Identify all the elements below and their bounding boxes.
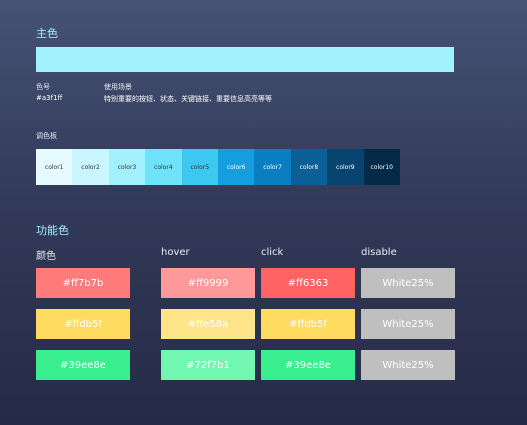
palette-cell-6: color6 — [217, 149, 255, 185]
usage-value: 特别重要的按钮、状态、关键链接、重要信息高亮等等 — [104, 95, 272, 103]
palette-cell-4: color4 — [145, 149, 182, 185]
swatch-red-disable: White25% — [361, 268, 455, 298]
functional-title: 功能色 — [36, 224, 69, 237]
col-header-disable: disable — [361, 247, 397, 258]
palette-cell-7: color7 — [254, 149, 291, 185]
palette-cell-10: color10 — [363, 149, 400, 185]
palette-strip: color1 color2 color3 color4 color5 color… — [36, 149, 400, 185]
swatch-yellow-base: #ffdb5f — [36, 309, 130, 339]
swatch-green-base: #39ee8e — [36, 350, 130, 380]
col-header-color: 颜色 — [36, 251, 56, 262]
swatch-yellow-disable: White25% — [361, 309, 455, 339]
palette-cell-1: color1 — [36, 149, 73, 185]
swatch-green-click: #39ee8e — [261, 350, 355, 380]
swatch-yellow-click: #ffdb5f — [261, 309, 355, 339]
col-header-click: click — [261, 247, 284, 258]
swatch-green-hover: #72f7b1 — [161, 350, 255, 380]
palette-cell-3: color3 — [108, 149, 146, 185]
swatch-red-click: #ff6363 — [261, 268, 355, 298]
palette-cell-8: color8 — [290, 149, 328, 185]
usage-label: 使用场景 — [104, 83, 132, 91]
palette-cell-9: color9 — [327, 149, 364, 185]
palette-cell-2: color2 — [72, 149, 109, 185]
primary-color-swatch — [36, 47, 454, 72]
primary-title: 主色 — [36, 27, 58, 40]
col-header-hover: hover — [161, 247, 190, 258]
swatch-red-base: #ff7b7b — [36, 268, 130, 298]
color-code-value: #a3f1ff — [36, 94, 63, 102]
swatch-red-hover: #ff9999 — [161, 268, 255, 298]
palette-cell-5: color5 — [181, 149, 218, 185]
swatch-yellow-hover: #ffe58a — [161, 309, 255, 339]
color-code-label: 色号 — [36, 83, 50, 91]
swatch-green-disable: White25% — [361, 350, 455, 380]
palette-title: 调色板 — [36, 132, 57, 140]
